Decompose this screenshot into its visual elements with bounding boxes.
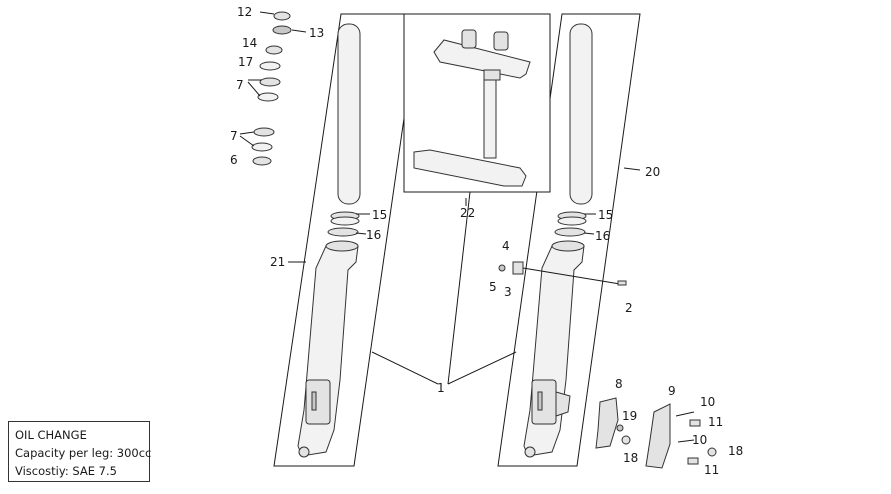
label-part-15-left: 15	[372, 208, 387, 222]
label-part-8: 8	[615, 377, 623, 391]
label-part-9: 9	[668, 384, 676, 398]
steering-stem-tube	[483, 79, 497, 159]
oil-change-title: OIL CHANGE	[15, 428, 87, 442]
right-axle-hole	[524, 446, 536, 458]
label-part-7-upper: 7	[236, 78, 244, 92]
label-part-16-left: 16	[366, 228, 381, 242]
label-part-18a: 18	[728, 444, 743, 458]
label-part-11a: 11	[708, 415, 723, 429]
part-14	[265, 45, 283, 55]
right-bushing-16	[554, 227, 586, 237]
lower-yoke	[413, 149, 527, 187]
label-part-19: 19	[622, 409, 637, 423]
right-fork-panel	[497, 13, 641, 467]
label-part-10a: 10	[700, 395, 715, 409]
left-fork-assembly	[297, 23, 361, 458]
bolt-11b	[687, 457, 699, 465]
part-17	[259, 61, 281, 71]
label-part-1: 1	[437, 381, 445, 395]
part-12	[273, 11, 291, 21]
label-part-17: 17	[238, 55, 253, 69]
part-labels: 1 2 3 4 5 6 7 7 8 9 10 10 11 11 12 13 14…	[230, 5, 743, 477]
oil-change-capacity: Capacity per leg: 300cc	[15, 446, 152, 460]
label-part-21: 21	[270, 255, 285, 269]
left-slider-foot	[305, 379, 331, 425]
label-part-6: 6	[230, 153, 238, 167]
label-part-2: 2	[625, 301, 633, 315]
steering-stem-assembly	[413, 29, 531, 187]
part-6	[252, 156, 272, 166]
screw-2	[617, 280, 627, 286]
clamp-3	[512, 261, 524, 275]
leader-1-center	[447, 191, 471, 385]
caliper-brackets	[595, 397, 717, 469]
bracket-8	[595, 397, 619, 449]
part-7-lower-b	[251, 142, 273, 152]
part-7-lower-a	[253, 127, 275, 137]
label-part-7-lower: 7	[230, 129, 238, 143]
label-part-22: 22	[460, 206, 475, 220]
leader-1-left	[371, 351, 439, 385]
bracket-9	[645, 403, 671, 469]
label-part-20: 20	[645, 165, 660, 179]
label-part-12: 12	[237, 5, 252, 19]
right-fork-assembly	[498, 23, 627, 458]
part-18a	[621, 435, 631, 445]
label-part-11b: 11	[704, 463, 719, 477]
label-part-13: 13	[309, 26, 324, 40]
label-part-14: 14	[242, 36, 257, 50]
leader-1-right	[447, 351, 517, 385]
label-part-4: 4	[502, 239, 510, 253]
part-7-upper-b	[257, 92, 279, 102]
headset-parts	[251, 11, 292, 166]
label-part-5: 5	[489, 280, 497, 294]
label-part-10b: 10	[692, 433, 707, 447]
upper-yoke	[433, 39, 531, 79]
left-stanchion-tube	[337, 23, 361, 205]
right-caliper-mount	[555, 391, 571, 417]
label-part-16-right: 16	[595, 229, 610, 243]
washer-19	[616, 424, 624, 432]
part-13	[272, 25, 292, 35]
bolt-11a	[689, 419, 701, 427]
label-part-18b: 18	[623, 451, 638, 465]
left-bushing-16	[327, 227, 359, 237]
part-18b	[707, 447, 717, 457]
nut-5	[498, 264, 506, 272]
part-7-upper-a	[259, 77, 281, 87]
left-axle-hole	[298, 446, 310, 458]
label-part-15-right: 15	[598, 208, 613, 222]
right-slider-foot	[531, 379, 557, 425]
right-stanchion-tube	[569, 23, 593, 205]
oil-change-note: OIL CHANGE Capacity per leg: 300cc Visco…	[8, 421, 152, 482]
oil-change-viscosity: Viscostiy: SAE 7.5	[15, 464, 117, 478]
label-part-3: 3	[504, 285, 512, 299]
